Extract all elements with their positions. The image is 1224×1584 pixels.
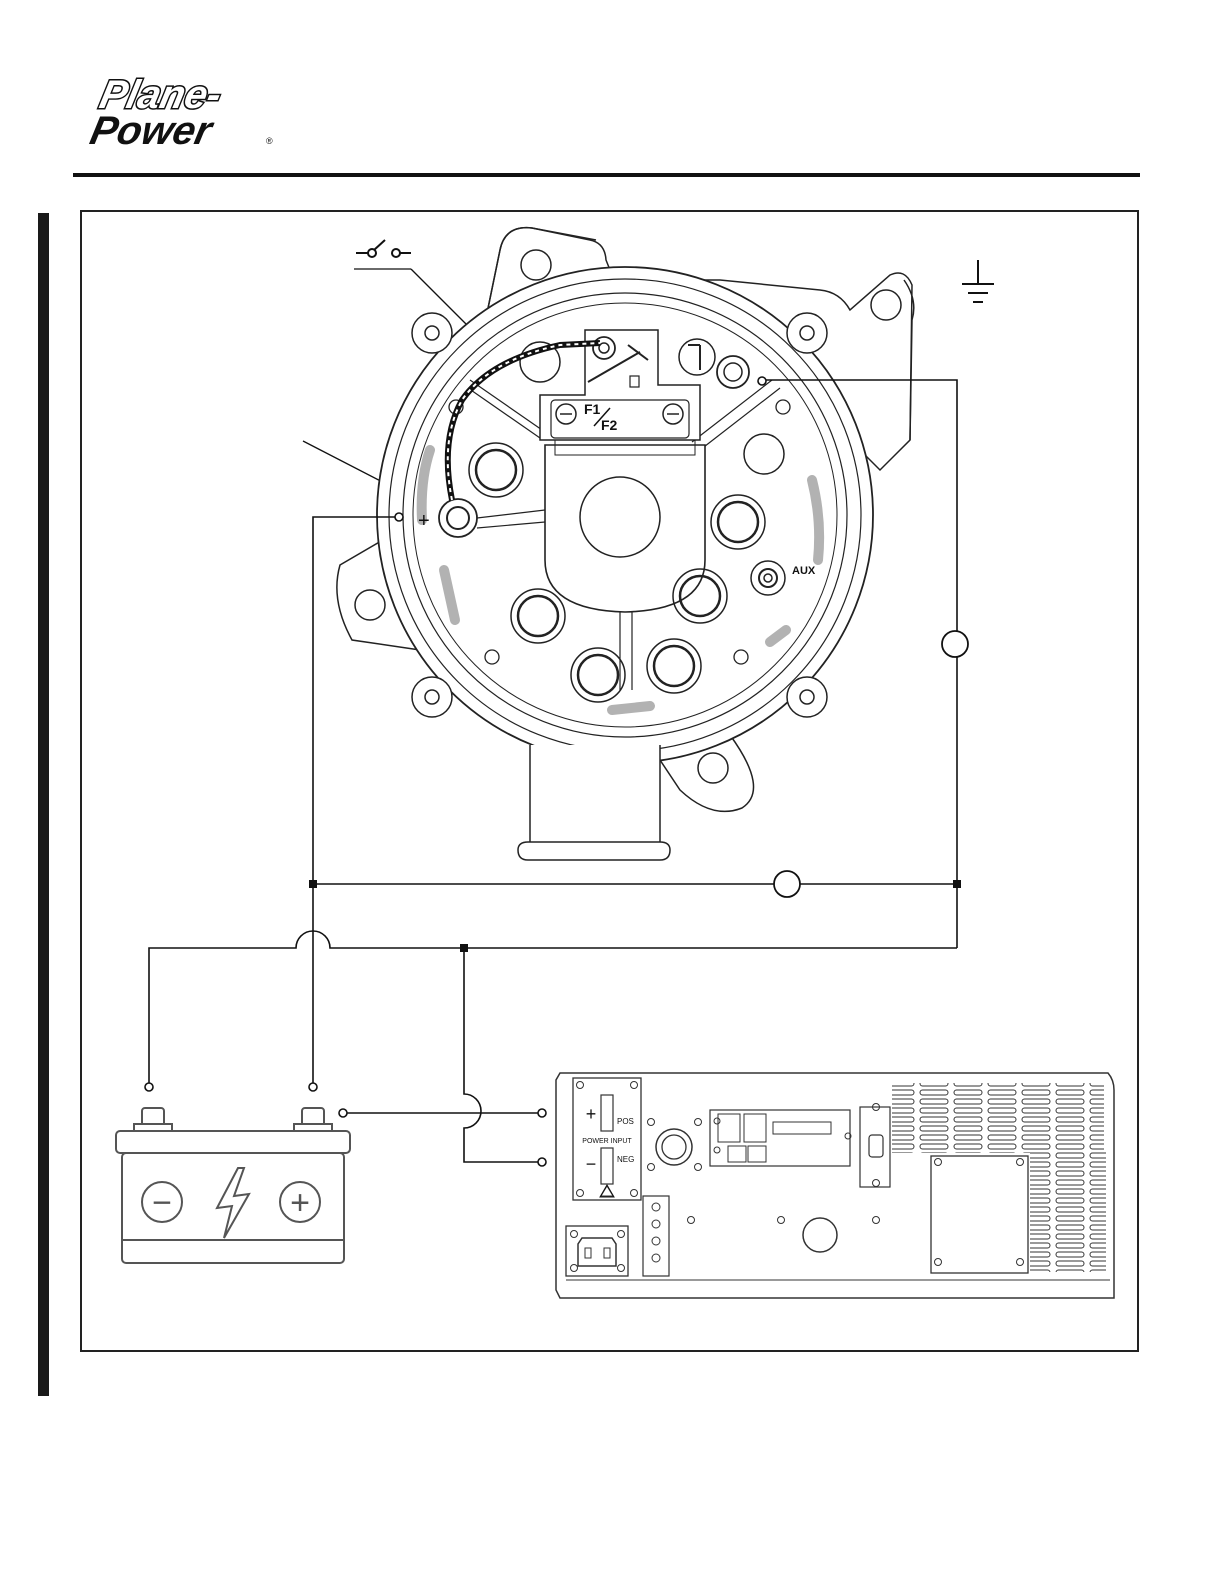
inline-component-marker [942,631,968,657]
vent-slots [892,1083,1104,1153]
junction-dot [953,880,961,888]
neg-label: NEG [617,1155,634,1164]
neg-minus-symbol: − [586,1154,597,1174]
junction-dot [460,944,468,952]
battery-minus-symbol: − [152,1184,172,1222]
label-f1: F1 [584,401,601,417]
vent-slots [1030,1150,1106,1272]
inline-component-marker [774,871,800,897]
pos-plus-symbol: + [586,1104,597,1124]
label-aux: AUX [792,565,816,577]
switch-symbol-icon [356,240,411,257]
battery-plus-symbol: + [290,1184,310,1222]
ground-symbol-icon [962,260,994,302]
terminal-battery-negative [145,1083,153,1091]
terminal-supply-neg [538,1158,546,1166]
terminal-ground [758,377,766,385]
junction-dot [309,880,317,888]
power-input-label: POWER INPUT [582,1138,632,1145]
alternator [337,228,914,860]
label-positive: + [418,510,430,532]
terminal-supply-pos [538,1109,546,1117]
pos-label: POS [617,1117,634,1126]
terminal-battery-out [339,1109,347,1117]
terminal-b-plus [395,513,403,521]
label-f2: F2 [601,417,618,433]
terminal-battery-positive [309,1083,317,1091]
